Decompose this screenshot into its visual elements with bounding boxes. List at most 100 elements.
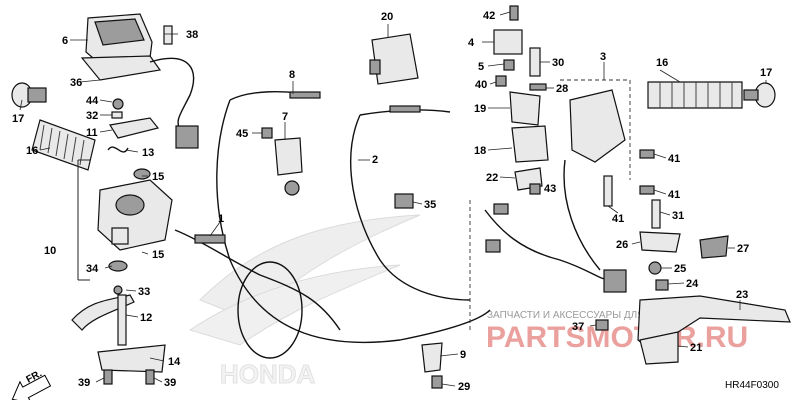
throttle-housing xyxy=(97,179,173,251)
callout-1: 1 xyxy=(218,213,224,225)
callout-2: 2 xyxy=(372,154,378,166)
watermark-tagline: ЗАПЧАСТИ И АКСЕССУАРЫ ДЛЯ МОТОТЕХНИКИ xyxy=(487,310,724,321)
cable-2-adjuster xyxy=(389,105,421,113)
callout-27: 27 xyxy=(737,243,749,255)
callout-23: 23 xyxy=(736,289,748,301)
switch-4 xyxy=(493,29,523,55)
callout-24: 24 xyxy=(686,278,699,290)
diagram-code: HR44F0300 xyxy=(725,380,779,391)
callout-22: 22 xyxy=(486,172,498,184)
callout-17-right: 17 xyxy=(760,67,772,79)
cable-1-adjuster xyxy=(194,234,226,244)
callout-39-right: 39 xyxy=(164,377,176,389)
bolt-29 xyxy=(431,375,443,389)
callout-31: 31 xyxy=(672,210,684,222)
callout-26: 26 xyxy=(616,239,628,251)
left-grip xyxy=(31,119,96,171)
callout-45: 45 xyxy=(236,128,248,140)
bracket-26 xyxy=(639,231,681,253)
callout-11: 11 xyxy=(86,127,98,139)
callout-9: 9 xyxy=(460,349,466,361)
bolt-31 xyxy=(651,199,661,229)
cover-27 xyxy=(699,235,729,259)
callout-40: 40 xyxy=(475,79,487,91)
screw-32 xyxy=(111,111,123,119)
callout-20: 20 xyxy=(381,11,393,23)
clip-37 xyxy=(595,319,609,331)
bolt-45 xyxy=(261,127,273,139)
callout-42: 42 xyxy=(483,10,495,22)
spring-13 xyxy=(107,146,129,153)
callout-13: 13 xyxy=(142,147,154,159)
callout-7: 7 xyxy=(282,111,288,123)
callout-35: 35 xyxy=(424,199,436,211)
holder-18 xyxy=(511,125,549,163)
callout-34: 34 xyxy=(86,263,99,275)
callout-15-bottom: 15 xyxy=(152,249,164,261)
holder-21 xyxy=(639,331,679,365)
callout-16-left: 16 xyxy=(26,145,38,157)
front-direction-marker: FR. xyxy=(11,368,52,404)
callout-14: 14 xyxy=(168,356,181,368)
cap-15-top xyxy=(133,168,151,180)
callout-41-c: 41 xyxy=(612,213,624,225)
watermark-site: PARTSMOTOR.RU xyxy=(486,321,748,354)
clamp-9 xyxy=(421,342,443,373)
right-harness xyxy=(563,159,601,271)
callout-39-left: 39 xyxy=(78,377,90,389)
spring-25 xyxy=(648,261,662,275)
right-bar-end xyxy=(743,82,776,108)
group-bracket-10-ends xyxy=(78,159,90,281)
callout-38: 38 xyxy=(186,29,198,41)
screw-39-a xyxy=(145,369,155,385)
callout-41-a: 41 xyxy=(668,153,680,165)
right-switch-housing xyxy=(569,89,626,163)
nut-44 xyxy=(112,98,124,110)
callout-3: 3 xyxy=(600,51,606,63)
washer-28 xyxy=(529,83,547,91)
relay-20 xyxy=(371,33,419,85)
callout-30: 30 xyxy=(552,57,564,69)
nut-24 xyxy=(655,279,669,291)
screw-39-b xyxy=(103,369,113,385)
right-grip xyxy=(647,81,743,109)
nut-43 xyxy=(529,183,541,195)
bracket-7 xyxy=(274,137,303,176)
callout-37: 37 xyxy=(572,321,584,333)
nut-5 xyxy=(503,59,515,71)
connector-c xyxy=(603,269,627,293)
washer-33 xyxy=(113,285,123,295)
callout-44: 44 xyxy=(86,95,99,107)
bracket-11 xyxy=(109,117,160,139)
bolt-30 xyxy=(529,47,541,77)
callout-33: 33 xyxy=(138,286,150,298)
callout-8: 8 xyxy=(289,69,295,81)
harness-connector xyxy=(175,125,199,149)
connector-a xyxy=(493,203,509,215)
washer-40 xyxy=(495,75,507,87)
callout-15-top: 15 xyxy=(152,171,164,183)
leader-lines xyxy=(19,11,767,387)
screw-42 xyxy=(509,5,519,21)
left-bar-end xyxy=(11,82,47,108)
brand-mark: HONDA xyxy=(220,359,316,389)
connector-b xyxy=(485,239,501,253)
callout-25: 25 xyxy=(674,263,686,275)
callout-28: 28 xyxy=(556,83,568,95)
callout-5: 5 xyxy=(478,61,484,73)
cable-8-adjuster xyxy=(289,91,321,99)
callout-32: 32 xyxy=(86,110,98,122)
left-switch-housing xyxy=(80,13,162,81)
bolt-41-c xyxy=(603,175,613,207)
lever-shaft xyxy=(117,294,127,346)
group-bracket-3 xyxy=(560,79,631,180)
callout-43: 43 xyxy=(544,183,556,195)
bracket-19 xyxy=(509,91,541,126)
callout-4: 4 xyxy=(468,37,475,49)
harness-wire xyxy=(484,209,611,281)
callout-labels: 6 38 36 17 44 32 11 16 13 15 10 15 34 33… xyxy=(12,10,772,393)
callout-29: 29 xyxy=(458,381,470,393)
callout-17-left: 17 xyxy=(12,113,24,125)
callout-19: 19 xyxy=(474,103,486,115)
